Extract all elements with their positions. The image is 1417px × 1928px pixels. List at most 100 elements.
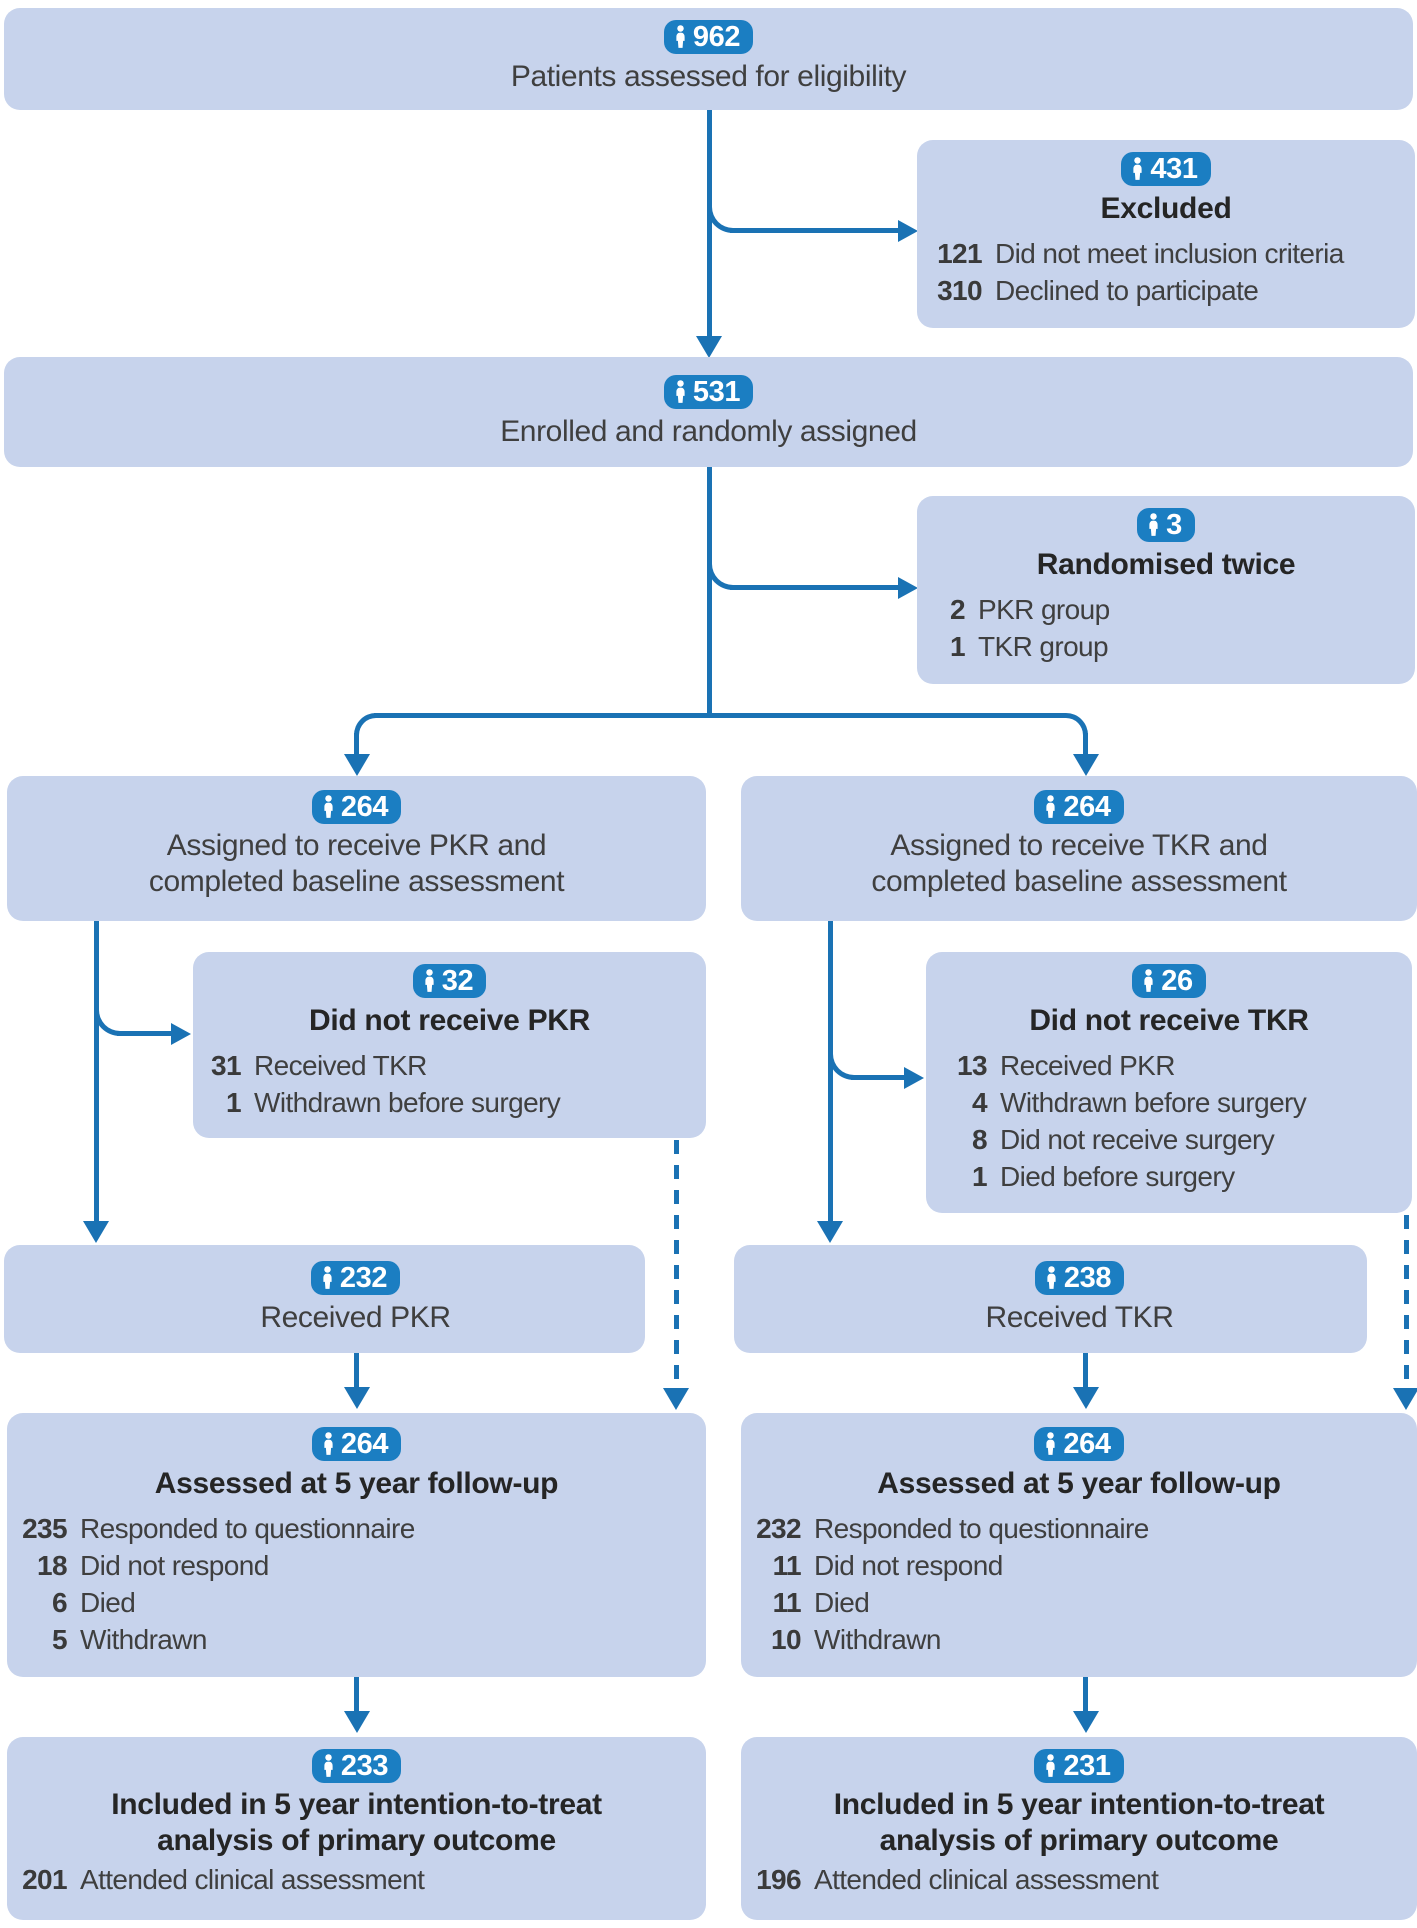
count-badge: 264 (1034, 1427, 1124, 1461)
node-included-pkr: 233 Included in 5 year intention-to-trea… (7, 1737, 706, 1920)
item-number: 4 (972, 1087, 988, 1118)
arrow-down-icon (344, 1711, 370, 1733)
node-content: 238 Received TKR (763, 1261, 1396, 1336)
item-label: Withdrawn (814, 1624, 941, 1655)
connector-line (851, 1075, 906, 1080)
item-label: Withdrawn before surgery (254, 1087, 561, 1118)
person-icon (425, 969, 434, 992)
node-title-line: completed baseline assessment (871, 865, 1287, 898)
connector-line (1083, 1353, 1088, 1387)
item-label: Received PKR (1000, 1050, 1175, 1081)
node-title: Assessed at 5 year follow-up (154, 1467, 559, 1500)
node-assigned-pkr: 264 Assigned to receive PKR and complete… (7, 776, 706, 921)
item-number: 6 (52, 1587, 68, 1618)
item-number: 196 (756, 1864, 802, 1895)
list-item: 196 Attended clinical assessment (749, 1861, 1417, 1898)
count-badge: 264 (311, 1427, 402, 1461)
node-title: Randomised twice (1036, 548, 1296, 581)
count-value: 962 (692, 21, 741, 53)
item-label: Did not meet inclusion criteria (995, 238, 1344, 269)
item-number: 232 (756, 1513, 802, 1544)
arrow-down-icon (817, 1221, 843, 1243)
node-enrolled: 531 Enrolled and randomly assigned (4, 357, 1413, 467)
person-icon (676, 25, 685, 48)
connector-corner (354, 713, 376, 735)
node-title: Received TKR (985, 1301, 1174, 1334)
item-label: TKR group (978, 631, 1109, 662)
item-number: 31 (211, 1050, 242, 1081)
arrow-right-icon (904, 1067, 924, 1089)
count-badge: 26 (1132, 964, 1206, 998)
list-item: 8 Did not receive surgery (952, 1121, 1412, 1158)
connector-dashed-line (674, 1140, 679, 1386)
person-icon (1046, 795, 1056, 818)
person-icon (324, 795, 333, 818)
item-number: 8 (972, 1124, 988, 1155)
list-item: 11 Died (749, 1584, 1417, 1621)
item-number: 121 (937, 238, 983, 269)
arrow-down-icon (696, 336, 722, 358)
count-badge: 32 (412, 964, 487, 998)
node-title-line: analysis of primary outcome (879, 1824, 1279, 1857)
item-number: 5 (52, 1624, 68, 1655)
item-label: Withdrawn (80, 1624, 207, 1655)
count-badge: 431 (1121, 152, 1211, 186)
connector-line (354, 1353, 359, 1387)
node-title-line: completed baseline assessment (148, 865, 565, 898)
count-badge: 231 (1034, 1749, 1124, 1783)
item-number: 310 (937, 275, 983, 306)
outcome-list: 196 Attended clinical assessment (741, 1861, 1417, 1898)
item-number: 11 (772, 1587, 802, 1618)
list-item: 5 Withdrawn (15, 1621, 706, 1658)
node-title-line: Included in 5 year intention-to-treat (833, 1788, 1325, 1821)
list-item: 121 Did not meet inclusion criteria (930, 235, 1415, 272)
count-value: 32 (441, 965, 474, 997)
connector-corner (1066, 713, 1088, 735)
arrow-down-icon (344, 754, 370, 776)
item-label: Did not respond (80, 1550, 269, 1581)
node-title: Assessed at 5 year follow-up (877, 1467, 1281, 1500)
arrow-down-icon (1073, 754, 1099, 776)
node-title: Enrolled and randomly assigned (500, 415, 917, 448)
list-item: 18 Did not respond (15, 1547, 706, 1584)
count-value: 431 (1150, 153, 1198, 185)
item-number: 18 (37, 1550, 68, 1581)
person-icon (324, 1432, 333, 1455)
item-label: Attended clinical assessment (80, 1864, 425, 1895)
item-label: Died (814, 1587, 870, 1618)
arrow-right-icon (898, 577, 918, 599)
person-icon (1144, 969, 1153, 992)
item-label: Did not receive surgery (1000, 1124, 1275, 1155)
connector-line (94, 921, 99, 1221)
count-badge: 264 (1034, 790, 1124, 824)
count-value: 264 (340, 1428, 389, 1460)
person-icon (323, 1266, 332, 1289)
arrow-down-icon (663, 1388, 689, 1410)
item-label: Responded to questionnaire (80, 1513, 415, 1544)
item-label: Died before surgery (1000, 1161, 1235, 1192)
connector-line (730, 585, 900, 590)
node-title-line: analysis of primary outcome (157, 1824, 556, 1857)
item-label: Attended clinical assessment (814, 1864, 1159, 1895)
connector-line (354, 1677, 359, 1711)
count-badge: 232 (310, 1261, 401, 1295)
person-icon (324, 1754, 333, 1777)
node-patients-assessed: 962 Patients assessed for eligibility (4, 8, 1413, 110)
connector-line (117, 1031, 173, 1036)
